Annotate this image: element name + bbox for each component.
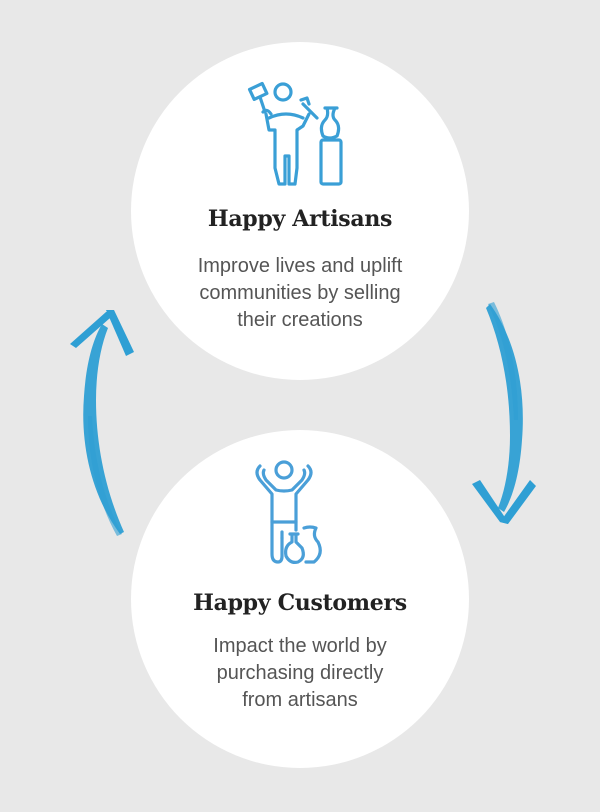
happy-artisans-title: Happy Artisans — [207, 206, 393, 232]
description-line: communities by selling — [199, 282, 401, 304]
description-line: their creations — [237, 309, 363, 331]
description-line: from artisans — [242, 689, 358, 711]
arrow-up-icon — [70, 310, 134, 536]
description-line: Impact the world by — [213, 635, 387, 657]
happy-customers-title: Happy Customers — [193, 590, 407, 616]
description-line: purchasing directly — [216, 662, 384, 684]
arrow-down-icon — [472, 302, 536, 524]
happy-customers-circle: Happy Customers Impact the world by purc… — [131, 430, 469, 768]
artisan-sculptor-icon — [247, 81, 343, 186]
happy-artisans-circle: Happy Artisans Improve lives and uplift … — [131, 42, 469, 380]
happy-customers-description: Impact the world by purchasing directly … — [171, 633, 429, 714]
description-line: Improve lives and uplift — [197, 255, 403, 277]
happy-customer-pottery-icon — [255, 460, 322, 564]
happy-artisans-description: Improve lives and uplift communities by … — [171, 253, 429, 334]
